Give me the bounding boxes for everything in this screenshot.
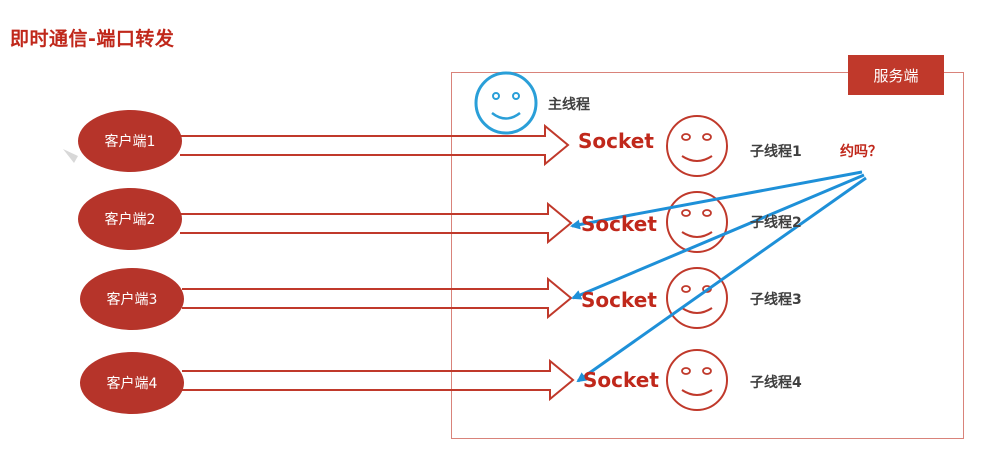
client-arrow-2: [180, 201, 573, 245]
client-3: 客户端3: [80, 268, 184, 330]
thread-smiley-icon-4: [666, 349, 728, 411]
question-label: 约吗？: [840, 144, 882, 160]
shadow-triangle: [63, 149, 78, 163]
client-4: 客户端4: [80, 352, 184, 414]
thread-label-3: 子线程3: [750, 292, 802, 308]
page-title: 即时通信-端口转发: [10, 28, 175, 50]
thread-smiley-icon-1: [666, 115, 728, 177]
thread-label-1: 子线程1: [750, 144, 802, 160]
client-arrow-3: [182, 276, 573, 320]
thread-smiley-icon-3: [666, 267, 728, 329]
socket-label-3: Socket: [581, 288, 657, 312]
main-thread-smiley-icon: [474, 71, 538, 135]
socket-label-2: Socket: [581, 212, 657, 236]
client-1: 客户端1: [78, 110, 182, 172]
socket-label-1: Socket: [578, 129, 654, 153]
client-arrow-4: [182, 358, 575, 402]
server-box: [451, 72, 964, 439]
socket-label-4: Socket: [583, 368, 659, 392]
client-2: 客户端2: [78, 188, 182, 250]
forward-arrow-4: [576, 176, 867, 383]
forward-arrow-2: [570, 170, 863, 230]
main-thread-label: 主线程: [548, 97, 590, 113]
thread-label-4: 子线程4: [750, 375, 802, 391]
client-arrow-1: [180, 123, 570, 167]
forward-arrow-3: [571, 173, 865, 300]
thread-label-2: 子线程2: [750, 215, 802, 231]
server-label: 服务端: [848, 55, 944, 95]
thread-smiley-icon-2: [666, 191, 728, 253]
